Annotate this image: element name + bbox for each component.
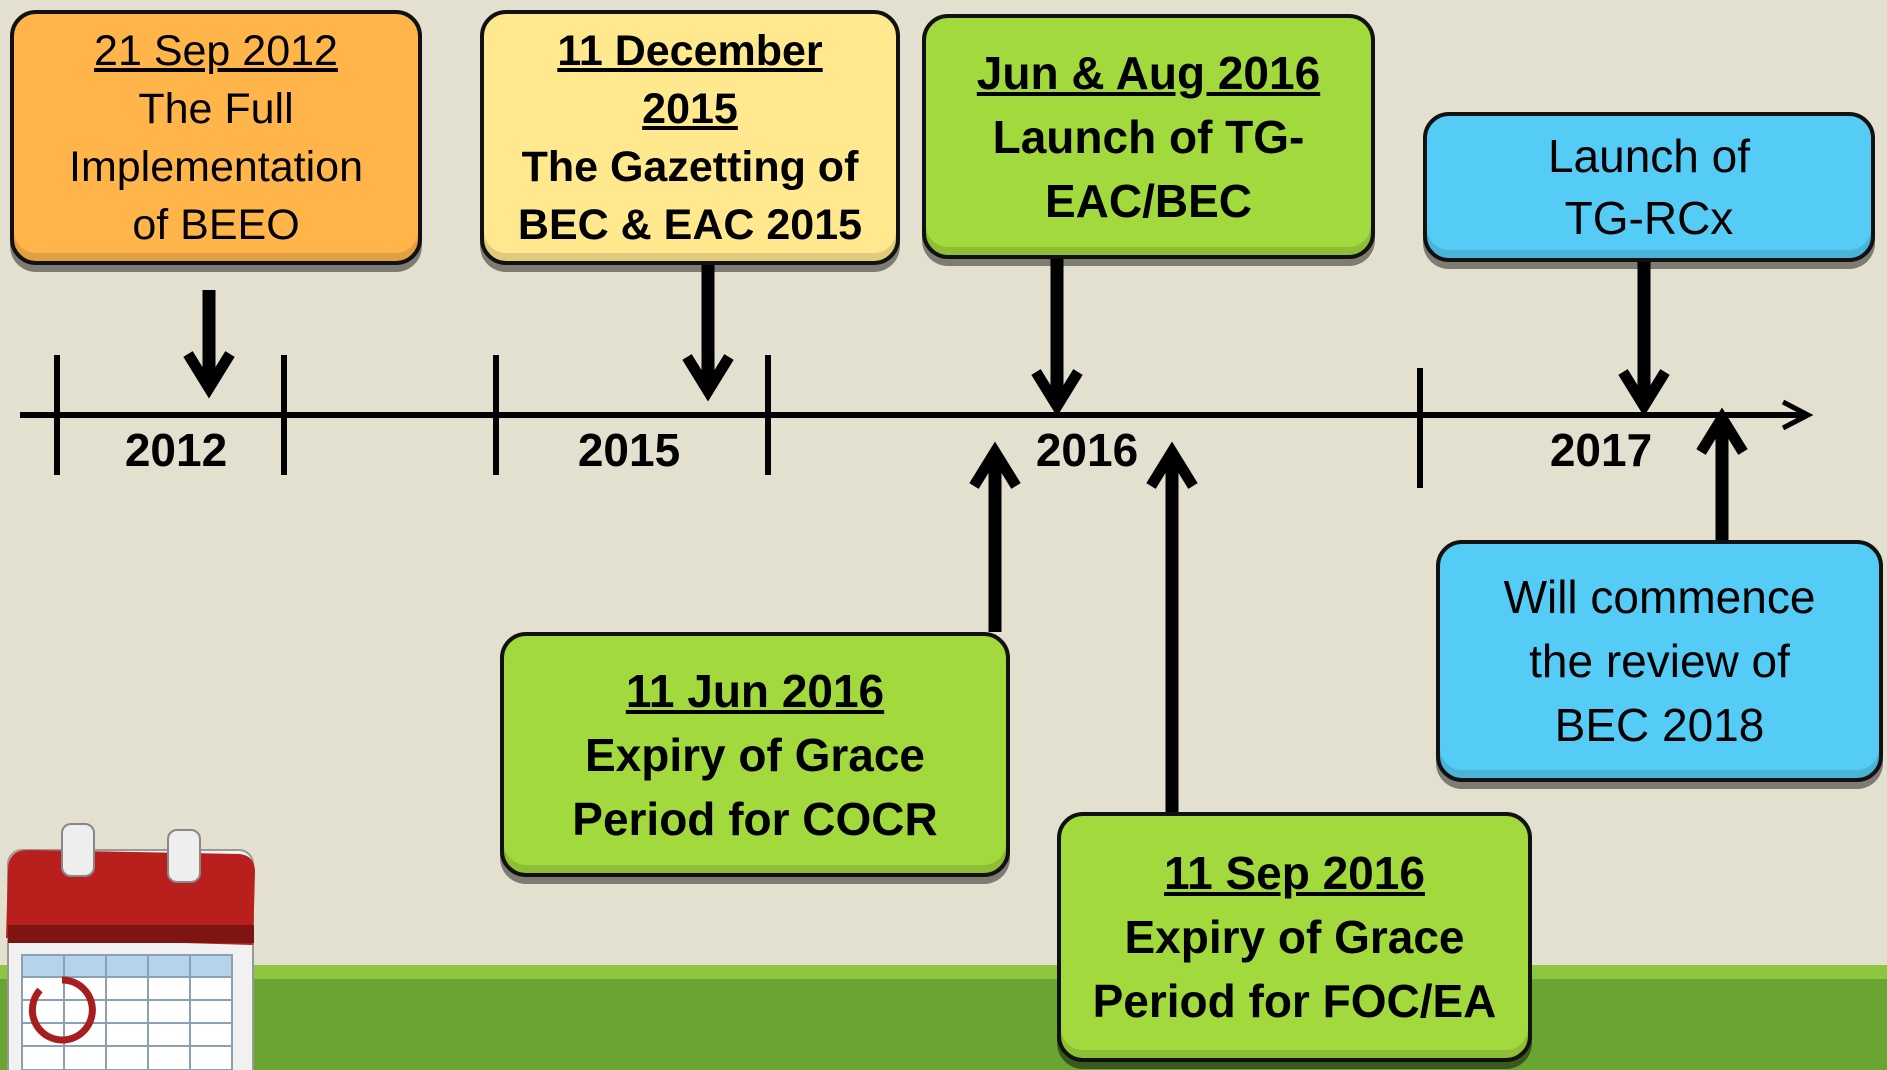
event-box-review: Will commence the review of BEC 2018 — [1436, 540, 1883, 782]
arrow-foc-head — [1146, 441, 1198, 489]
year-label-2016: 2016 — [1035, 424, 1139, 476]
timeline-arrowhead — [1781, 399, 1814, 431]
event-box-tg-eac: Jun & Aug 2016 Launch of TG- EAC/BEC — [922, 14, 1375, 259]
event-text: EAC/BEC — [1044, 174, 1253, 227]
event-date: 2015 — [642, 84, 738, 133]
arrow-gazetting-head — [682, 354, 734, 402]
event-box-cocr: 11 Jun 2016 Expiry of Grace Period for C… — [500, 632, 1010, 877]
event-date: 11 December — [557, 26, 823, 75]
event-text: TG-RCx — [1564, 192, 1734, 244]
event-date: 21 Sep 2012 — [94, 26, 338, 75]
calendar-icon — [6, 823, 255, 1070]
event-text: The Gazetting of — [521, 142, 859, 191]
event-box-beeo: 21 Sep 2012 The Full Implementation of B… — [10, 10, 422, 265]
ground-strip — [0, 965, 1887, 1070]
event-text: BEC 2018 — [1554, 699, 1765, 751]
event-text: Period for COCR — [572, 792, 938, 845]
event-text: BEC & EAC 2015 — [517, 200, 863, 249]
event-text: Period for FOC/EA — [1092, 975, 1497, 1027]
year-label-2015: 2015 — [577, 424, 681, 476]
event-text: Launch of TG- — [992, 110, 1305, 163]
event-text: Will commence — [1503, 571, 1816, 623]
event-box-tg-rcx: Launch of TG-RCx — [1423, 112, 1875, 262]
event-text: of BEEO — [132, 200, 300, 249]
arrow-beeo-head — [183, 351, 235, 399]
event-text: Launch of — [1547, 130, 1751, 182]
event-text: Expiry of Grace — [1124, 911, 1465, 963]
event-text: Implementation — [69, 142, 363, 191]
event-text: Expiry of Grace — [584, 728, 926, 781]
event-date: 11 Jun 2016 — [625, 664, 885, 717]
down-arrows — [183, 255, 1670, 417]
arrow-tg-eac-head — [1031, 369, 1083, 417]
timeline-ticks — [54, 355, 1423, 488]
year-label-2012: 2012 — [124, 424, 228, 476]
event-date: 11 Sep 2016 — [1164, 847, 1425, 899]
arrow-review-head — [1696, 407, 1748, 455]
event-text: the review of — [1529, 635, 1790, 687]
up-arrows — [969, 407, 1748, 812]
event-date: Jun & Aug 2016 — [976, 46, 1321, 99]
arrow-cocr-head — [969, 441, 1021, 489]
event-box-foc: 11 Sep 2016 Expiry of Grace Period for F… — [1057, 812, 1532, 1062]
arrow-tg-rcx-head — [1618, 369, 1670, 417]
year-label-2017: 2017 — [1549, 424, 1653, 476]
event-text: The Full — [138, 84, 294, 133]
event-box-gazetting: 11 December 2015 The Gazetting of BEC & … — [480, 10, 900, 265]
